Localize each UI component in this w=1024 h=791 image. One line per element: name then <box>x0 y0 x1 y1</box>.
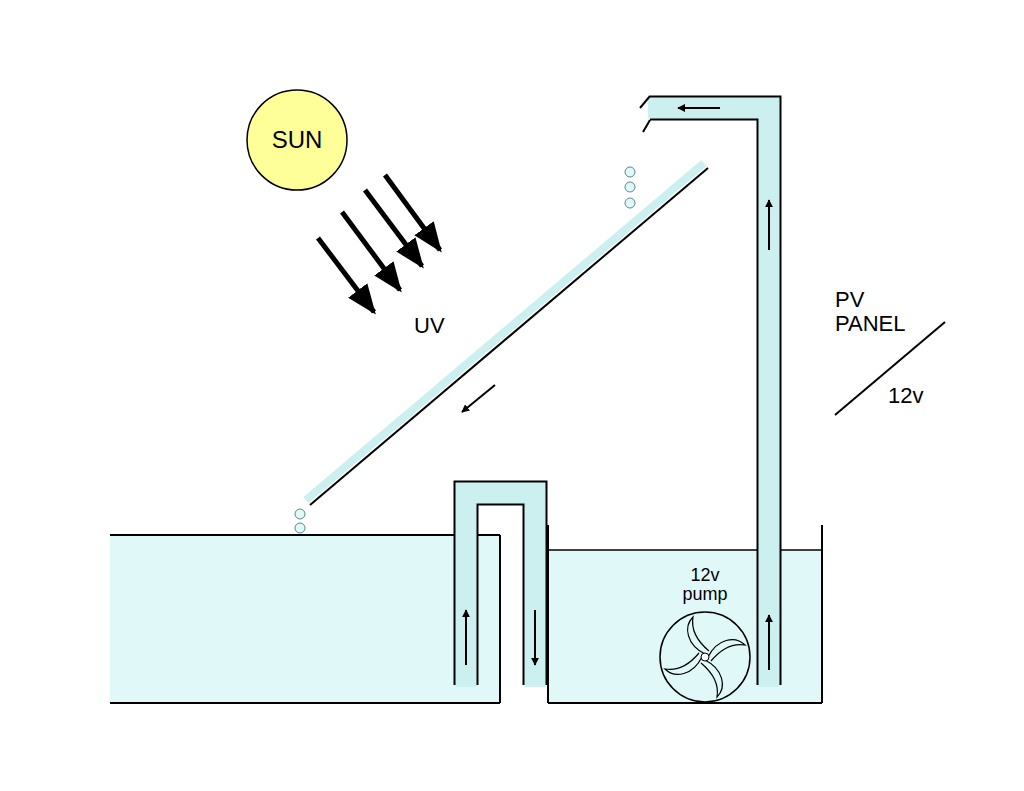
water-drops <box>295 167 635 533</box>
left-tank-walls <box>110 535 500 703</box>
impeller-blades <box>665 617 745 697</box>
panel-plate <box>310 168 708 505</box>
sun-label: SUN <box>272 127 323 152</box>
pump-label: 12v pump <box>680 566 730 604</box>
pv-panel-label: PV PANEL <box>835 288 925 336</box>
sun-disc <box>247 90 347 190</box>
voltage-label: 12v <box>888 384 923 408</box>
uv-rays <box>318 175 440 312</box>
riser-pipe <box>640 96 769 687</box>
siphon-pipe <box>466 493 535 687</box>
left-tank-water <box>110 535 500 703</box>
pump-symbol: 12v pump <box>648 566 762 704</box>
flow-arrows <box>462 108 769 670</box>
uv-label: UV <box>414 314 445 338</box>
pump-housing <box>660 612 750 702</box>
water-film <box>306 163 704 500</box>
sun-circle: SUN <box>245 88 349 192</box>
